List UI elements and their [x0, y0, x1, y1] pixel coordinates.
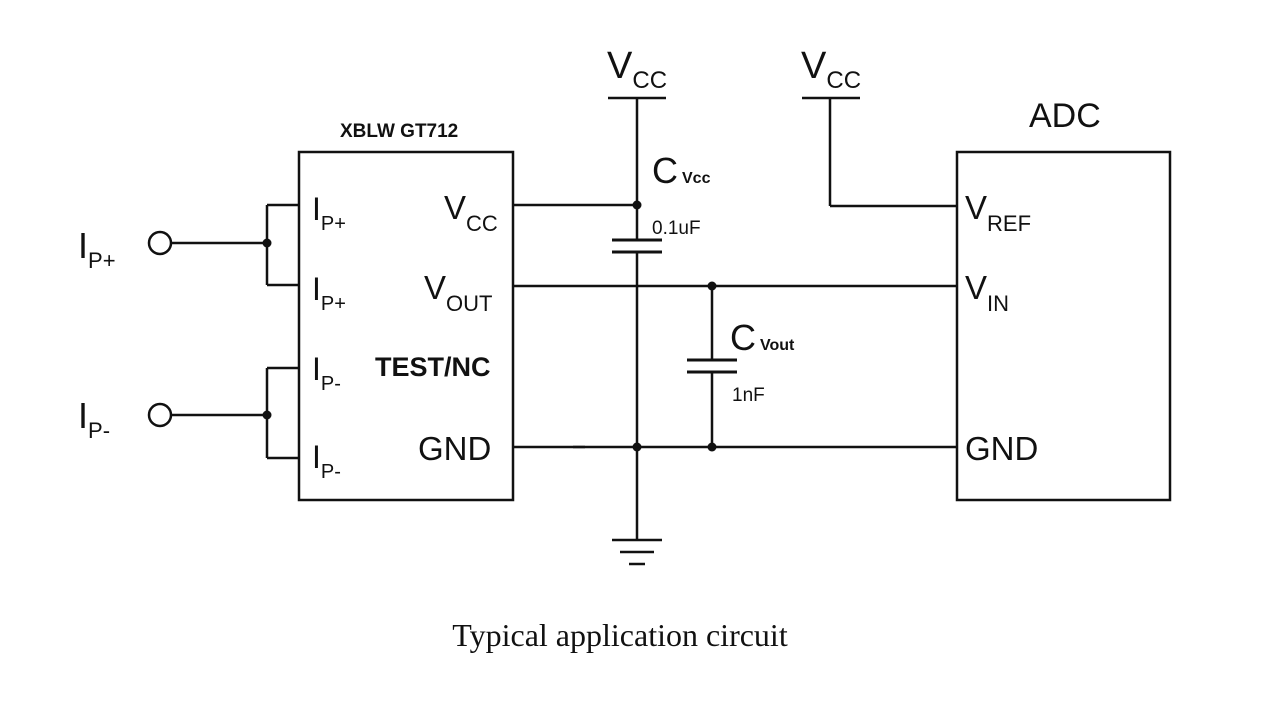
chip-pin-ip-minus-1: IP- [312, 351, 341, 395]
chip-pin-gnd: GND [418, 430, 491, 467]
adc-name: ADC [1029, 97, 1101, 135]
ip-minus-wiring [171, 366, 299, 460]
ip-plus-wiring [171, 203, 299, 287]
chip-pin-ip-plus-1: IP+ [312, 191, 346, 235]
diagram-caption: Typical application circuit [452, 617, 788, 653]
chip-pin-ip-minus-2: IP- [312, 439, 341, 483]
chip-box [297, 150, 515, 502]
adc-box [955, 150, 1172, 502]
terminal-ip-plus-label: IP+ [78, 225, 116, 273]
chip-pin-vout: VOUT [424, 269, 492, 316]
cvout-capacitor [687, 358, 737, 374]
terminal-ip-plus-circle [147, 230, 173, 256]
gnd-junction-1 [632, 442, 642, 452]
chip-name: XBLW GT712 [340, 121, 458, 142]
ground-icon [612, 538, 662, 566]
adc-pin-vin: VIN [965, 269, 1009, 316]
vcc-junction [632, 200, 642, 210]
vcc-supply-label-2: VCC [801, 45, 861, 94]
cvcc-value: 0.1uF [652, 218, 701, 239]
chip-pin-ip-plus-2: IP+ [312, 271, 346, 315]
terminal-ip-minus-circle [147, 402, 173, 428]
terminal-ip-minus-label: IP- [78, 395, 110, 443]
vcc-supply-label-1: VCC [607, 45, 667, 94]
cvcc-capacitor [612, 238, 662, 254]
adc-pin-gnd: GND [965, 430, 1038, 467]
adc-pin-vref: VREF [965, 189, 1031, 236]
chip-pin-test-nc: TEST/NC [375, 352, 491, 382]
cvout-value: 1nF [732, 385, 765, 406]
gnd-junction-2 [707, 442, 717, 452]
chip-pin-vcc: VCC [444, 189, 498, 236]
